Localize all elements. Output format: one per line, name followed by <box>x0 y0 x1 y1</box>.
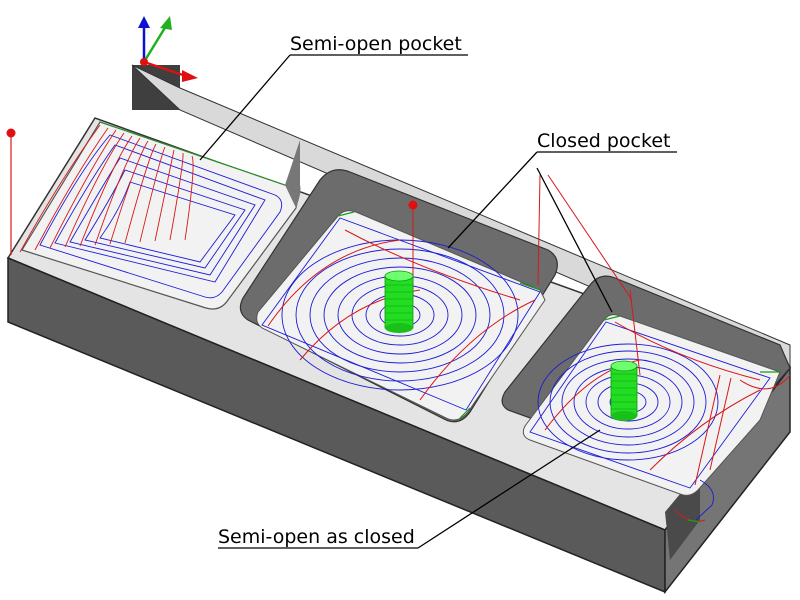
callout-leaders <box>199 54 677 549</box>
pocket-1-wall <box>285 140 301 208</box>
red-ball-marker-icon <box>6 128 16 138</box>
pocket-1-toolpaths <box>19 121 286 299</box>
label-closed-pocket: Closed pocket <box>537 130 670 152</box>
leader-semi-open-as-closed-pointer <box>417 429 601 549</box>
green-cutter-icon <box>384 270 414 333</box>
green-cutter-icon <box>610 360 638 421</box>
closed-pocket-region <box>239 169 558 423</box>
leader-semi-open-pocket-pointer <box>199 54 291 161</box>
pocket-2-green-links <box>337 211 541 419</box>
label-semi-open-as-closed: Semi-open as closed <box>218 526 415 548</box>
semi-open-pocket-region <box>6 121 301 310</box>
red-ball-marker-icon <box>408 200 418 210</box>
leader-closed-pocket-pointer-1 <box>447 151 538 249</box>
pocket-3-green-links <box>603 315 780 523</box>
label-semi-open-pocket: Semi-open pocket <box>290 33 462 55</box>
leader-closed-pocket-pointer-2 <box>536 167 613 313</box>
semi-open-as-closed-region <box>501 275 791 523</box>
xyz-axis-triad-icon <box>138 16 198 82</box>
closed-pocket-red-lead <box>537 174 633 301</box>
pocket-3-toolpaths <box>529 321 771 521</box>
